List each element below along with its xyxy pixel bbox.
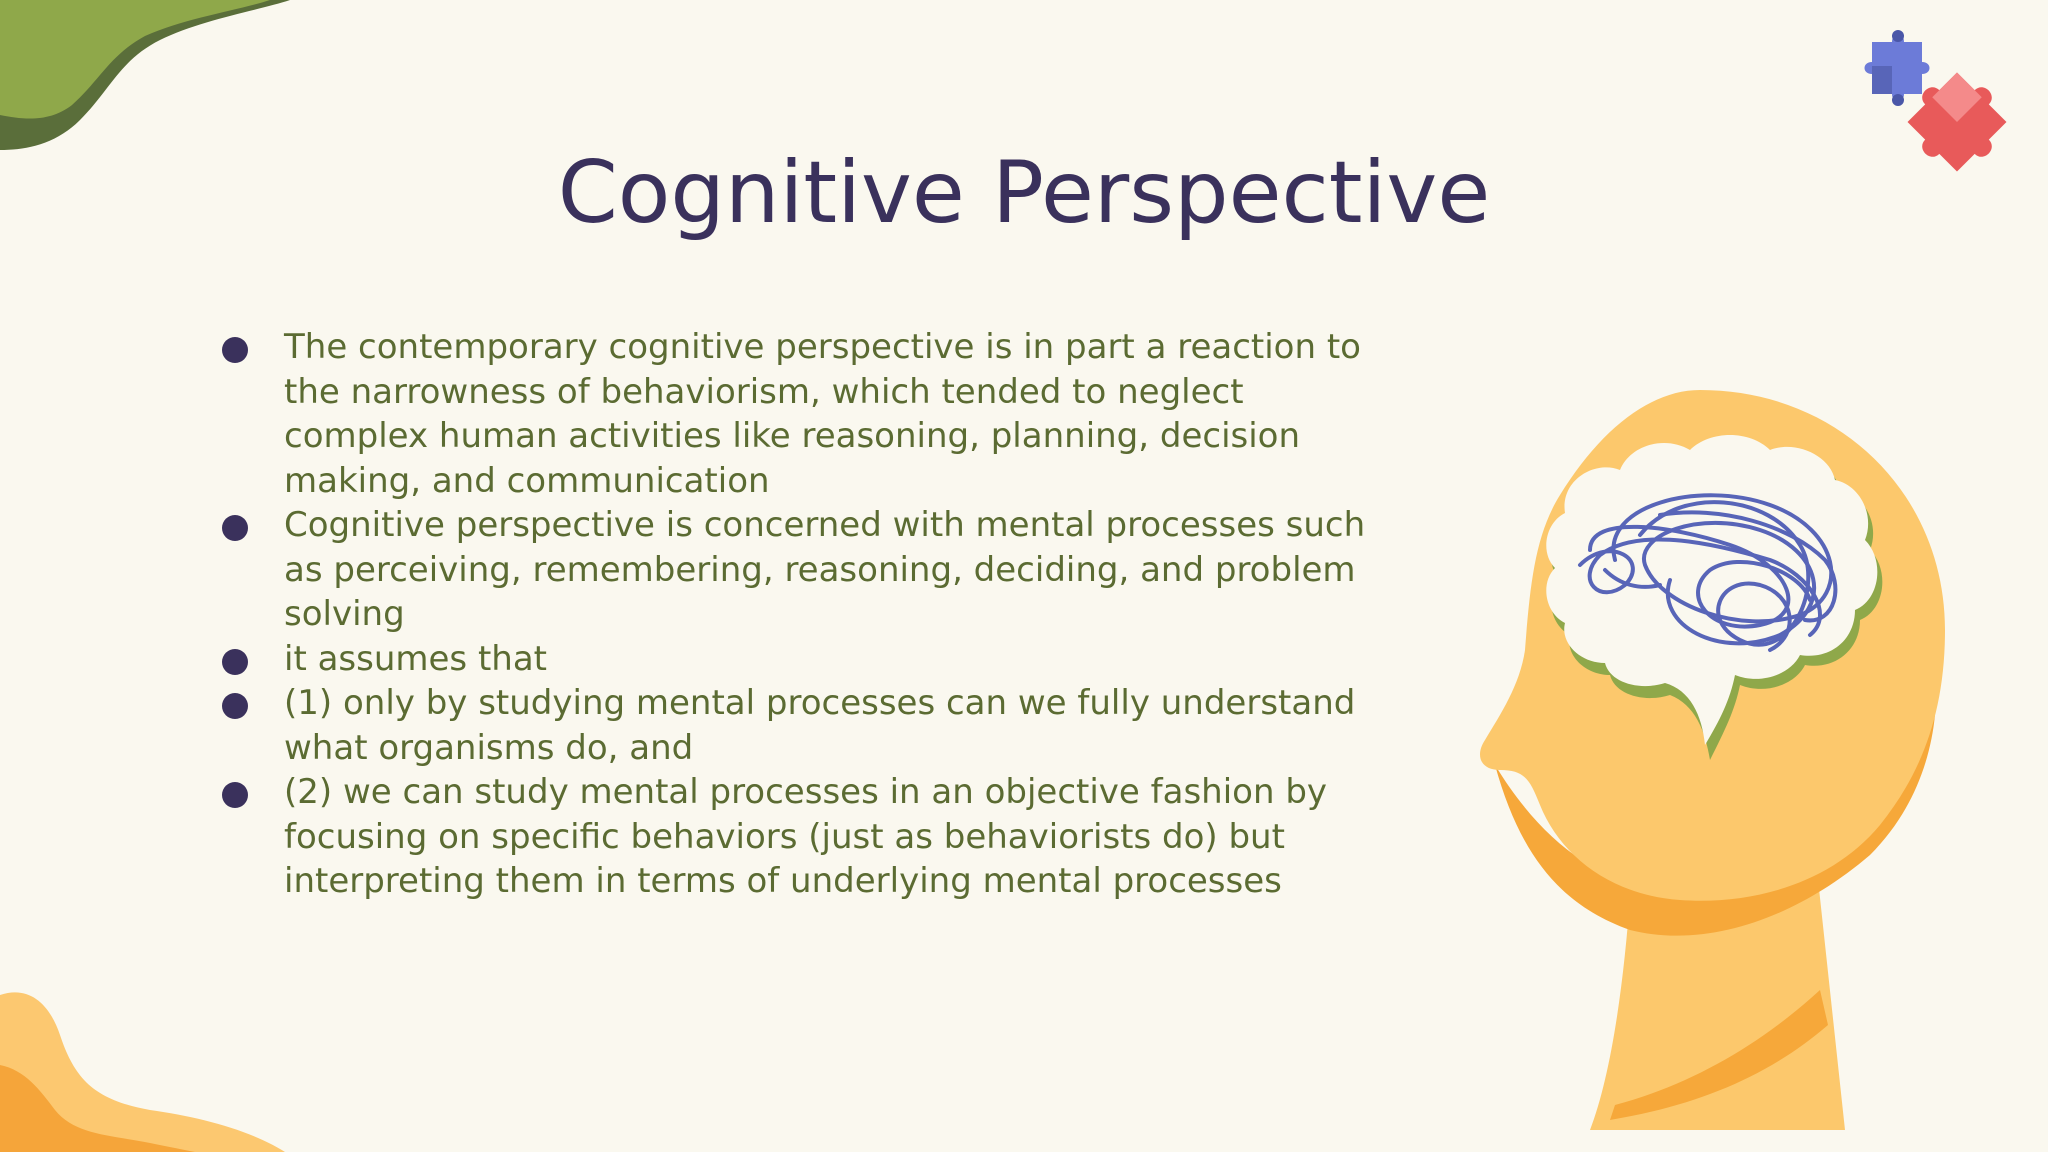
bullet-text: (1) only by studying mental processes ca… [284,683,1356,768]
bullet-icon [222,337,248,363]
bullet-icon [222,515,248,541]
slide-title: Cognitive Perspective [557,143,1491,243]
bullet-icon [222,648,248,675]
list-item: (1) only by studying mental processes ca… [220,681,1380,770]
list-item: Cognitive perspective is concerned with … [220,503,1380,637]
puzzle-pieces-icon [1864,30,2007,172]
bullet-text: Cognitive perspective is concerned with … [284,505,1366,634]
bullet-text: it assumes that [284,638,548,679]
orange-wave-blob [0,992,285,1152]
list-item: it assumes that [220,637,1380,682]
bullet-text: The contemporary cognitive perspective i… [284,327,1361,501]
bullet-icon [222,693,248,719]
bullet-icon [222,782,248,808]
head-with-brain-scribble-illustration [1480,390,1945,1130]
green-wave-blob [0,0,290,150]
bullet-text: (2) we can study mental processes in an … [284,772,1328,901]
list-item: The contemporary cognitive perspective i… [220,325,1380,503]
list-item: (2) we can study mental processes in an … [220,770,1380,904]
bullet-list: The contemporary cognitive perspective i… [220,325,1380,904]
